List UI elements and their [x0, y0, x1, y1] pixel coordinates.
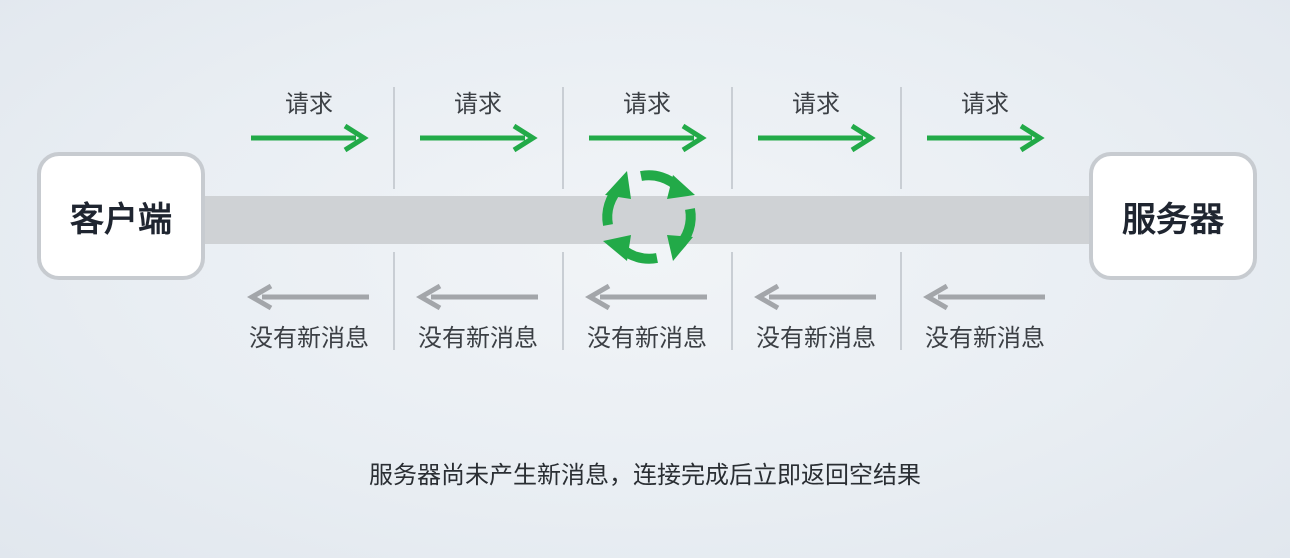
request-label: 请求 — [454, 90, 502, 118]
request-arrow — [251, 123, 369, 153]
server-label: 服务器 — [1122, 199, 1224, 240]
divider-top — [731, 87, 733, 189]
response-label: 没有新消息 — [925, 324, 1045, 352]
client-label: 客户端 — [70, 199, 172, 240]
server-node: 服务器 — [1089, 152, 1257, 280]
connection-channel — [205, 196, 1089, 244]
divider-bottom — [393, 252, 395, 350]
divider-bottom — [900, 252, 902, 350]
divider-bottom — [731, 252, 733, 350]
client-node: 客户端 — [37, 152, 205, 280]
divider-top — [393, 87, 395, 189]
diagram-caption: 服务器尚未产生新消息，连接完成后立即返回空结果 — [369, 461, 921, 489]
response-arrow — [247, 283, 369, 311]
request-arrow — [758, 123, 876, 153]
response-label: 没有新消息 — [756, 324, 876, 352]
response-arrow — [585, 283, 707, 311]
request-label: 请求 — [285, 90, 333, 118]
response-label: 没有新消息 — [418, 324, 538, 352]
divider-top — [900, 87, 902, 189]
response-arrow — [416, 283, 538, 311]
request-arrow — [420, 123, 538, 153]
divider-bottom — [562, 252, 564, 350]
request-label: 请求 — [961, 90, 1009, 118]
response-arrow — [923, 283, 1045, 311]
refresh-cycle-icon — [602, 170, 696, 264]
response-label: 没有新消息 — [587, 324, 707, 352]
request-arrow — [927, 123, 1045, 153]
request-arrow — [589, 123, 707, 153]
divider-top — [562, 87, 564, 189]
response-arrow — [754, 283, 876, 311]
request-label: 请求 — [623, 90, 671, 118]
request-label: 请求 — [792, 90, 840, 118]
response-label: 没有新消息 — [249, 324, 369, 352]
